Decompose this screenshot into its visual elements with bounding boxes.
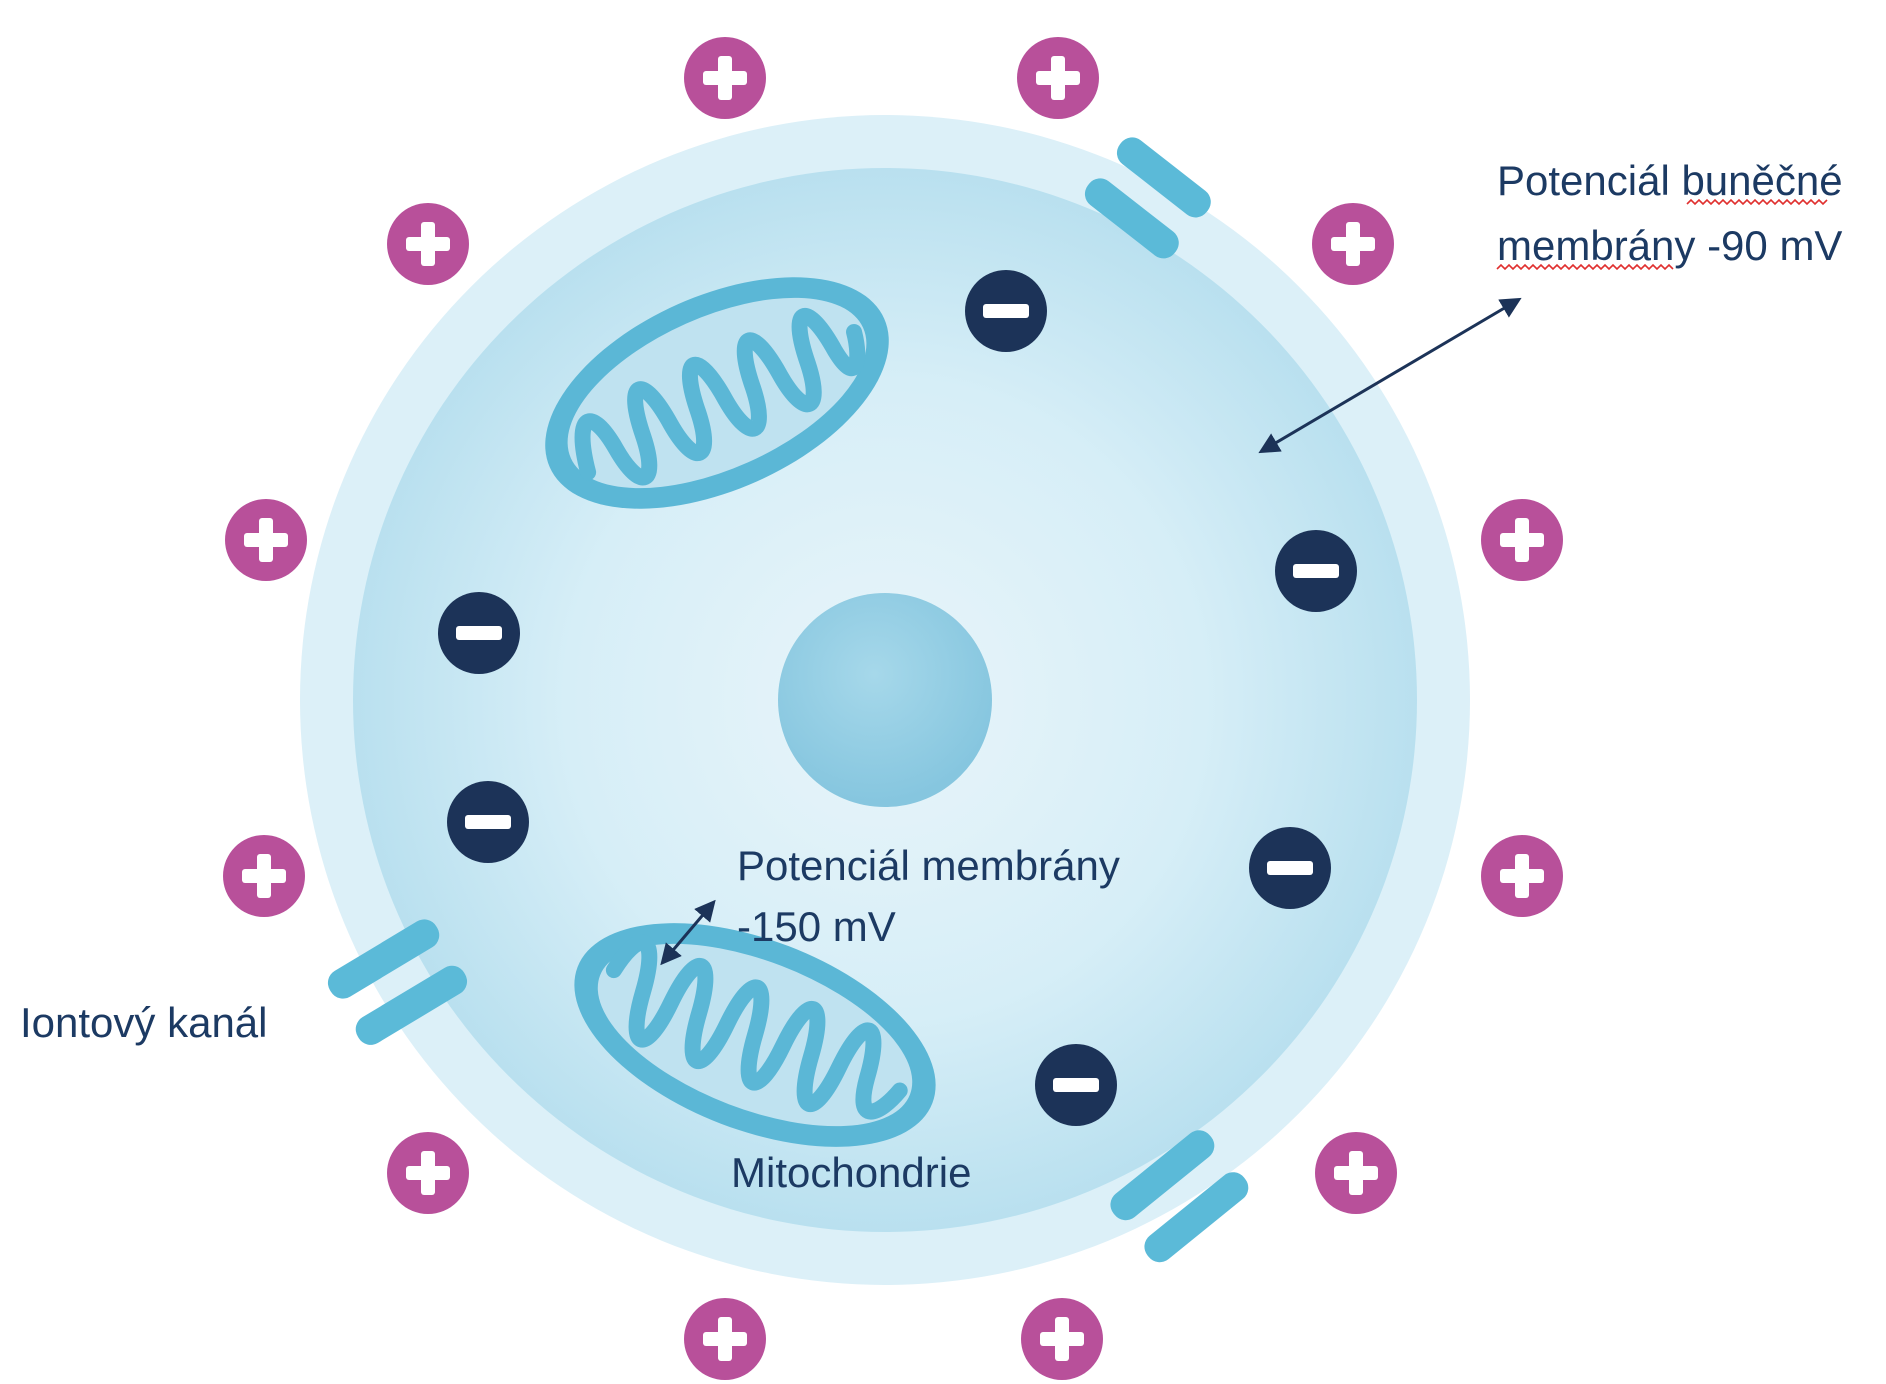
- mitochondria-label: Mitochondrie: [731, 1149, 971, 1196]
- mito-potential-arrow: [660, 899, 716, 966]
- mitochondrion-bottom: [574, 923, 936, 1147]
- cell-potential-label-line2: membrány -90 mV: [1497, 222, 1842, 269]
- ion-channel-top-right: [1084, 137, 1211, 259]
- plus-circle-icon: [1315, 1132, 1397, 1214]
- minus-circle-icon: [438, 592, 520, 674]
- plus-circle-icon: [1017, 37, 1099, 119]
- minus-circle-icon: [447, 781, 529, 863]
- mito-potential-label-line1: Potenciál membrány: [737, 842, 1120, 889]
- spellcheck-underline: [1686, 198, 1828, 206]
- plus-circle-icon: [223, 835, 305, 917]
- plus-circle-icon: [387, 203, 469, 285]
- cell-potential-arrow: [1258, 297, 1522, 454]
- ion-channel-bottom-right: [1110, 1130, 1249, 1263]
- plus-circle-icon: [1021, 1298, 1103, 1380]
- cell-potential-label-line1: Potenciál buněčné: [1497, 157, 1843, 204]
- minus-circle-icon: [1035, 1044, 1117, 1126]
- plus-circle-icon: [1481, 499, 1563, 581]
- spellcheck-underline: [1496, 263, 1674, 271]
- plus-circle-icon: [684, 37, 766, 119]
- plus-circle-icon: [387, 1132, 469, 1214]
- plus-circle-icon: [1481, 835, 1563, 917]
- ion-channel-label: Iontový kanál: [20, 999, 268, 1046]
- mitochondrion-top: [545, 277, 889, 509]
- nucleus: [778, 593, 992, 807]
- minus-circle-icon: [1249, 827, 1331, 909]
- plus-circle-icon: [1312, 203, 1394, 285]
- minus-circle-icon: [1275, 530, 1357, 612]
- negative-ions: [438, 270, 1357, 1126]
- positive-ions: [223, 37, 1563, 1380]
- mito-potential-label-line2: -150 mV: [737, 903, 896, 950]
- plus-circle-icon: [225, 499, 307, 581]
- minus-circle-icon: [965, 270, 1047, 352]
- ion-channel-left: [327, 919, 468, 1045]
- plus-circle-icon: [684, 1298, 766, 1380]
